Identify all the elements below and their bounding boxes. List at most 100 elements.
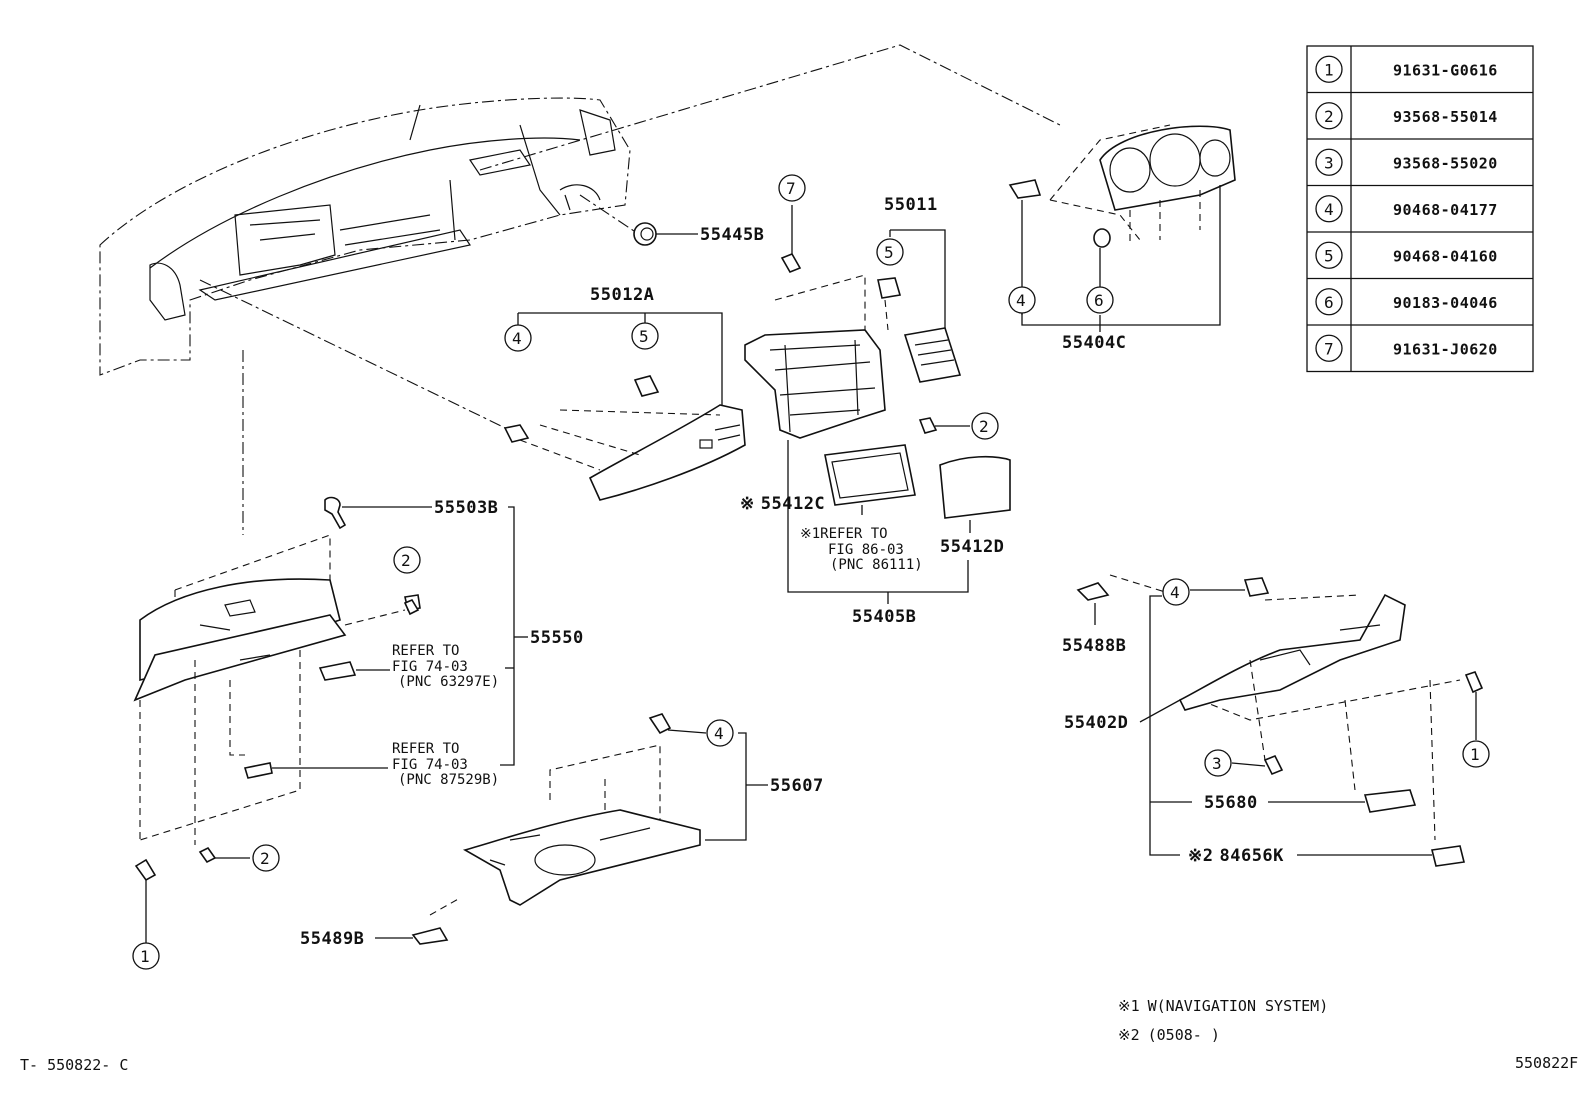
table-callout-circle xyxy=(1315,195,1343,223)
table-callout-number: 3 xyxy=(1324,153,1334,172)
label-55011: 55011 xyxy=(884,195,938,215)
callout-4-55402D: 4 xyxy=(1162,578,1190,606)
table-row: 6 90183-04046 xyxy=(1307,277,1533,325)
ref-a-line2: FIG 74-03 xyxy=(392,659,468,675)
label-55607: 55607 xyxy=(770,776,824,796)
svg-text:5: 5 xyxy=(884,243,894,262)
center-bolts xyxy=(780,205,970,434)
part-55405B: 55405B xyxy=(787,440,969,627)
svg-text:4: 4 xyxy=(1016,291,1026,310)
ref-b: REFER TO FIG 74-03 (PNC 87529B) xyxy=(272,741,499,788)
svg-text:4: 4 xyxy=(714,724,724,743)
ref-b-line3: (PNC 87529B) xyxy=(398,772,499,788)
ref-c-line1: ※1REFER TO xyxy=(800,526,888,542)
table-part-number: 91631-J0620 xyxy=(1393,340,1498,358)
part-55445B: 55445B xyxy=(633,222,764,246)
table-callout-number: 5 xyxy=(1324,246,1334,265)
table-callout-circle xyxy=(1315,288,1343,316)
table-part-number: 90468-04160 xyxy=(1393,247,1498,265)
svg-text:7: 7 xyxy=(786,179,796,198)
callout-6-55404C: 6 xyxy=(1086,286,1114,314)
ref-a-line1: REFER TO xyxy=(392,643,459,659)
label-55402D: 55402D xyxy=(1064,713,1128,733)
label-55404C: 55404C xyxy=(1062,333,1126,353)
table-callout-number: 4 xyxy=(1324,200,1334,219)
svg-text:2: 2 xyxy=(401,551,411,570)
table-callout-circle xyxy=(1315,334,1343,362)
table-part-number: 93568-55014 xyxy=(1393,108,1498,126)
table-part-number: 90183-04046 xyxy=(1393,294,1498,312)
part-55550: 55550 xyxy=(500,506,584,766)
part-center-bracket xyxy=(744,329,886,439)
footer-right: 550822F xyxy=(1515,1054,1578,1072)
part-55503B: 55503B xyxy=(342,498,498,518)
label-55489B: 55489B xyxy=(300,929,364,949)
label-55412D: 55412D xyxy=(940,537,1004,557)
callout-4-55012A: 4 xyxy=(504,324,532,352)
table-callout-circle xyxy=(1315,102,1343,130)
ref-c-line3: (PNC 86111) xyxy=(830,557,923,573)
part-55012A: 55012A xyxy=(503,285,746,501)
svg-text:1: 1 xyxy=(1470,745,1480,764)
label-55550: 55550 xyxy=(530,628,584,648)
svg-text:1: 1 xyxy=(140,947,150,966)
table-callout-circle xyxy=(1315,148,1343,176)
callout-2-glovebox: 2 xyxy=(393,546,421,574)
table-callout-number: 7 xyxy=(1324,339,1334,358)
table-row: 2 93568-55014 xyxy=(1307,91,1533,139)
callout-7-top: 7 xyxy=(778,174,806,202)
label-55012A: 55012A xyxy=(590,285,654,305)
table-callout-number: 6 xyxy=(1324,293,1334,312)
glovebox-bolts xyxy=(134,598,420,943)
callout-4-55607: 4 xyxy=(706,719,734,747)
callout-3-55402D: 3 xyxy=(1204,749,1232,777)
svg-text:4: 4 xyxy=(1170,583,1180,602)
callout-2-center: 2 xyxy=(971,412,999,440)
part-glovebox xyxy=(133,496,421,845)
table-callout-number: 2 xyxy=(1324,107,1334,126)
svg-text:2: 2 xyxy=(979,417,989,436)
table-callout-number: 1 xyxy=(1324,60,1334,79)
callout-4-55404C: 4 xyxy=(1008,286,1036,314)
table-row: 3 93568-55020 xyxy=(1307,138,1533,186)
svg-text:2: 2 xyxy=(260,849,270,868)
note-2: ※2(0508- ) xyxy=(1118,1026,1220,1044)
table-row: 5 90468-04160 xyxy=(1307,231,1533,279)
ref-b-line1: REFER TO xyxy=(392,741,459,757)
label-55680: 55680 xyxy=(1204,793,1258,813)
footer-left: T- 550822- C xyxy=(20,1056,128,1074)
ref-c-line2: FIG 86-03 xyxy=(828,542,904,558)
table-part-number: 90468-04177 xyxy=(1393,201,1498,219)
label-55503B: 55503B xyxy=(434,498,498,518)
label-55488B: 55488B xyxy=(1062,636,1126,656)
table-row: 4 90468-04177 xyxy=(1307,184,1533,232)
part-55607: 55607 55489B xyxy=(300,713,824,949)
table-part-number: 93568-55020 xyxy=(1393,154,1498,172)
svg-text:4: 4 xyxy=(512,329,522,348)
svg-text:6: 6 xyxy=(1094,291,1104,310)
part-55412D: 55412D xyxy=(939,455,1011,557)
callout-2-lower: 2 xyxy=(252,844,280,872)
instrument-panel-drawing xyxy=(99,97,631,376)
label-55405B: 55405B xyxy=(852,607,916,627)
callout-5-55012A: 5 xyxy=(631,322,659,350)
ref-a: REFER TO FIG 74-03 (PNC 63297E) xyxy=(356,643,499,690)
callout-1-55402D: 1 xyxy=(1462,740,1490,768)
svg-text:3: 3 xyxy=(1212,754,1222,773)
part-55404C: 55404C xyxy=(1008,124,1236,353)
callout-5-55011: 5 xyxy=(876,238,904,266)
label-55412C: ※55412C xyxy=(740,494,825,514)
table-frame xyxy=(1306,45,1534,373)
part-55011: 55011 xyxy=(774,195,962,383)
ref-a-line3: (PNC 63297E) xyxy=(398,674,499,690)
table-row: 7 91631-J0620 xyxy=(1307,324,1533,372)
label-55445B: 55445B xyxy=(700,225,764,245)
table-callout-circle xyxy=(1315,241,1343,269)
callouts: 7 5 4 5 2 4 6 2 2 1 4 4 3 1 xyxy=(132,174,1490,970)
table-callout-circle xyxy=(1315,55,1343,83)
callout-1-lower: 1 xyxy=(132,942,160,970)
